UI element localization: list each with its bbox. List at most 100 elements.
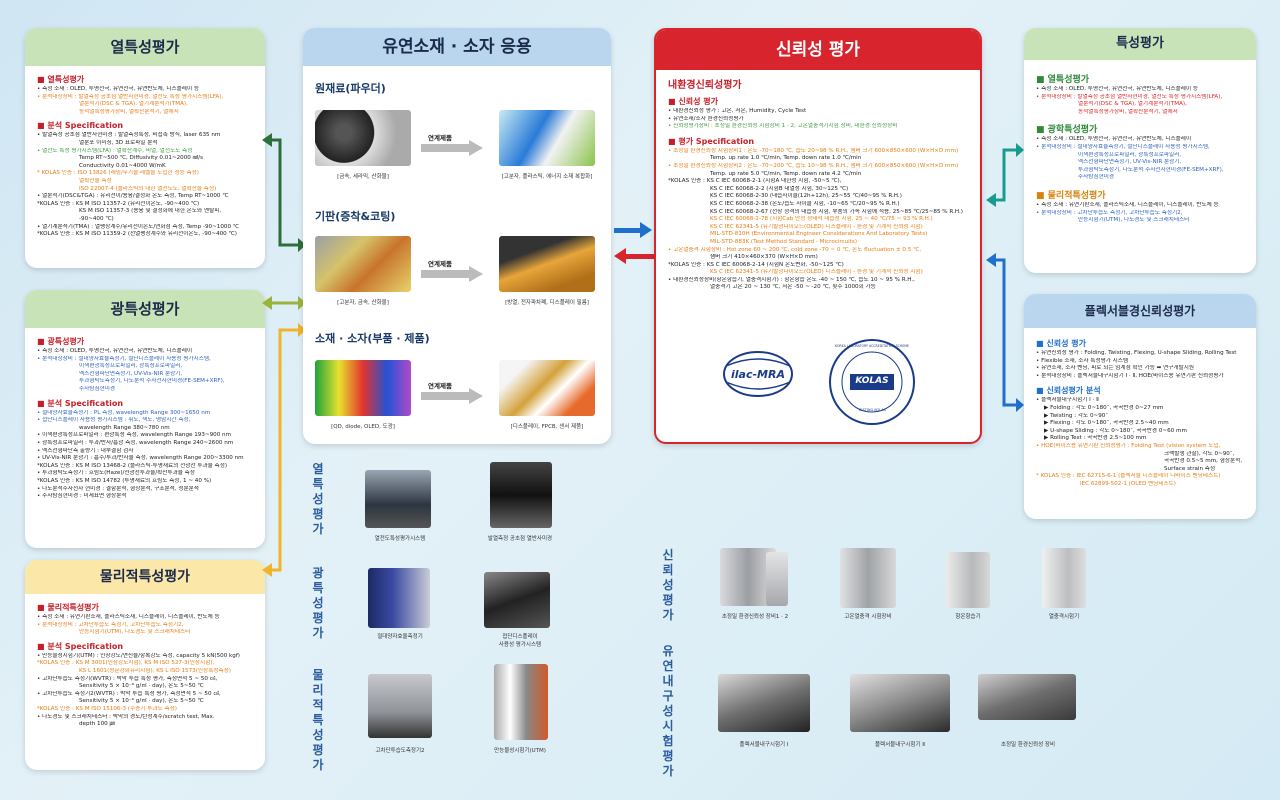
optical-equip-2-caption: 접단디스플레이 사용성 평가시스템 (498, 634, 542, 648)
spec-line: • 나노분석주사전자 현미경 : 결함분석, 형상분석, 구조분석, 성분분석 (37, 485, 199, 492)
rel-equip-1b (766, 552, 788, 606)
physical-equip-1-caption: 고차단투습도측정기2 (375, 748, 425, 754)
spec-line: 엑스선형파단면측정기, UV-Vis-NIR 분광기, (1078, 159, 1182, 166)
optical-equip-1-caption: 절대양자효율측정기 (377, 634, 423, 640)
spec-line: depth 100 ㎛ (79, 721, 116, 728)
optical-card: 광특성평가 ■ 광특성평가 • 측정 소재 : OLED, 투명전극, 유연전극… (25, 290, 265, 548)
rel-equip-4-caption: 열충격시험기 (1048, 614, 1080, 620)
flex-card: 플렉서블경신뢰성평가 ■ 신뢰성 평가 • 유연신뢰성 평가 : Folding… (1024, 294, 1256, 519)
spec-line: 투과형탁도측정기, 나노분석 주사전자현미경(FE-SEM+XRF), (1078, 166, 1224, 173)
physical-equip-2 (494, 664, 548, 740)
right-connector-arrows (986, 143, 1024, 412)
optical-sec2-list: • 절대양자효율측정기 : PL 측정, wavelength Range 30… (37, 410, 255, 501)
flex-title: 플렉서블경신뢰성평가 (1024, 294, 1256, 328)
spec-line: *KOLAS 인증 : KS M ISO 13468-2 (플라스틱-투명재료의… (37, 462, 228, 469)
spec-line: 열확산율 측정 (79, 177, 112, 184)
physical-sec2-title: ■ 분석 Specification (37, 641, 124, 651)
film-caption: [방열, 전자파차폐, 디스플레이 필름] (505, 300, 589, 306)
physical-equip-1 (368, 674, 432, 738)
spec-line: • 투과형탁도측정기 : 흐림도(Haze)/전광선투과율/확산투과율 측정 (37, 470, 195, 477)
spec-line: • 분석대상장비 : 발열측정 공초점 열반사현미경, 열전도 특성 평가시스템… (37, 93, 224, 100)
physical-card-body: ■ 물리적특성평가 • 측정 소재 : 유연기판소재, 플라스틱소재, 디스플레… (25, 594, 265, 729)
spec-line: *KOLAS 인증 : KS M ISO 14782 (투명재료의 흐림도 측정… (37, 477, 212, 484)
spec-line: • 고차단투습도 측정기(WVTR) : 박막 투습 특성 평가, 측정면적 5… (37, 675, 218, 682)
spec-line: • 열기계분석기(TMA) : 열팽창계수/유리전이온도/연화점 측정, Tem… (37, 223, 240, 230)
spec-line: 열분석기(DSC & TGA), 열기계분석기(TMA), (1078, 101, 1187, 108)
spec-line: KS L 1601(성문강화유리시험), KS L ISO 1573(인장특성측… (79, 667, 231, 674)
thermal-sec1-list: • 측정 소재 : OLED, 투명전극, 유연전극, 유연반도체, 디스플레이… (37, 86, 255, 116)
spec-line: 동적열특성평가장비, 열확산분석기, 열에서 (1078, 108, 1178, 115)
spec-line: • 고온열충격 시험장비 : Hot zone 60 ~ 200 ℃, cold… (668, 246, 922, 253)
spec-line: • 분석대상장비 : 고차단투습도 측정기, 고차단투습도 측정기2, (1036, 209, 1183, 216)
reliability-title: 신뢰성 평가 (656, 30, 980, 70)
spec-line: Temp. up rate 5.0 ℃/min, Temp. down rate… (710, 170, 862, 177)
link-label-2: 연계제품 (428, 260, 452, 268)
substrate-image (315, 236, 411, 292)
flex-equip-2 (850, 674, 950, 732)
char-sec2-list: • 측정 소재 : OLED, 투명전극, 유연전극, 유연반도체, 디스플레이… (1036, 136, 1246, 182)
spec-line: • 유연신뢰성 평가 : Folding, Twisting, Flexing,… (1036, 350, 1237, 356)
spec-line: Sensitivity 5 × 10⁻⁶ g/㎡ · day), 온도 5~50… (79, 698, 204, 705)
polymer-caption: [고분자, 플라스틱, 에너지 소재 복합화] (501, 174, 593, 180)
spec-line: 챔버 크기 410×460×370 (W×H×D mm) (710, 254, 818, 261)
characteristic-body: ■ 열특성평가 • 측정 소재 : OLED, 투명전극, 유연전극, 유연반도… (1024, 60, 1256, 225)
reliability-sec2-title: ■ 평가 Specification (668, 136, 755, 146)
spec-line: • 신뢰성평가장비 : 초정밀 환경신뢰성 시험장비 1 · 2, 고온열충격기… (668, 123, 898, 130)
spec-line: • 플렉서블내구시험기 Ⅰ · Ⅱ (1036, 397, 1099, 404)
thermal-equip-1 (365, 470, 431, 528)
polymer-image (499, 110, 595, 166)
thermal-sec1-title: ■ 열특성평가 (37, 75, 85, 84)
spec-line: MIL-STD-883K (Test Method Standard - Mic… (710, 238, 858, 245)
spec-line: *KOLAS 인증 : KS M 3001(인장강도시험), KS M ISO … (37, 660, 215, 667)
spec-line: ▶ Twisting : 각도 0~90˚ (1044, 412, 1109, 419)
spec-line: Temp RT~500 ℃, Diffusivity 0.01~2000 ㎟/s (79, 155, 203, 162)
spec-line: • 엑스선형파단측 출량기 : 내부결함 검사 (37, 447, 134, 454)
spec-line: • 측정 소재 : OLED, 투명전극, 유연전극, 유연반도체, 디스플레이 (1036, 136, 1192, 143)
spec-line: • 주사탐침현미경 : 미세표면 형상분석 (37, 493, 127, 500)
film-image (499, 236, 595, 292)
optical-equip-1 (368, 568, 430, 628)
kolas-bottom-text: TESTING KOLAS (858, 408, 886, 412)
physical-sec1-title: ■ 물리적특성평가 (37, 603, 99, 612)
optical-sec1-title: ■ 광특성평가 (37, 337, 85, 346)
spec-line: 크랙발생 관찰), 각도 0~90˚, (1164, 450, 1235, 457)
spec-line: *KOLAS 인증 : KS M ISO 11359-2 (선열팽창계수와 유리… (37, 231, 237, 238)
reliability-sec2-list: • 초정밀 환경신뢰성 시험장비1 : 온도 -70~180 ℃, 습도 20~… (668, 148, 970, 292)
reliability-sec1-title: ■ 신뢰성 평가 (668, 97, 718, 106)
spec-line: • 초정밀 환경신뢰성 시험장비2 : 온도 -70~200 ℃, 습도 10~… (668, 162, 959, 169)
spec-line: • 유연소재/소자 환경신뢰성평가 (668, 115, 744, 122)
spec-line: 곡곡반경 0.5~5 mm, 형상분석, (1164, 458, 1243, 465)
thermal-card-title: 열특성평가 (25, 28, 265, 66)
flex-sec2-list: • 플렉서블내구시험기 Ⅰ · Ⅱ▶ Folding : 각도 0~180˚, … (1036, 397, 1246, 488)
device-image (315, 360, 411, 416)
link-arrow-1 (421, 140, 483, 156)
spec-line: 이색편광특성프로파일러, 광특성프로파일러, (79, 363, 183, 370)
kolas-ring-text: KOREA LABORATORY ACCREDITATION SCHEME (834, 344, 909, 348)
flex-sec2-title: ■ 신뢰성평가 분석 (1036, 386, 1101, 396)
thermal-equip-2-caption: 발열측정 공초점 열반사미경 (487, 536, 553, 542)
spec-line: • 초정밀 환경신뢰성 시험장비1 : 온도 -70~180 ℃, 습도 20~… (668, 147, 959, 154)
spec-line: 주사탐침현미경 (79, 385, 116, 392)
spec-line: • 이색편광특성프로파일러 : 편광특성 측정, wavelength Rang… (37, 432, 232, 439)
spec-line: • 분석대상장비 : 절대양자효율측정기, 절단디스플레이 사용성 평가시스템, (1036, 143, 1210, 150)
spec-line: • 분석대상장비 : 고차단투습도 측정기, 고차단투습도 측정기2, (37, 621, 184, 628)
spec-line: • 내환경신뢰성 평가 : 고온, 저온, Humidity, Cycle Te… (668, 108, 807, 114)
char-sec3-list: • 측정 소재 : 유연기판소재, 플라스틱소재, 디스플레이, 디스플레이, … (1036, 202, 1246, 225)
spec-line: ▶ Rolling Test : 곡곡반경 2.5~100 mm (1044, 435, 1147, 442)
spec-line: • 나노경도 및 스크래치테스터 : 박막의 경도/탄성계수/scratch t… (37, 713, 215, 720)
physical-sec1-list: • 측정 소재 : 유연기판소재, 플라스틱소재, 디스플레이, 디스플레이, … (37, 614, 255, 637)
spec-line: • 측정 소재 : OLED, 투명전극, 유연전극, 유연반도체, 디스플레이… (1036, 86, 1199, 92)
kolas-text: KOLAS (855, 376, 889, 386)
rel-equip-3 (946, 552, 990, 608)
spec-line: • 분석대상장비 : 발열측정 공초점 열반사현미경, 열전도 특성 평가시스템… (1036, 93, 1223, 100)
physical-card-title: 물리적특성평가 (25, 560, 265, 594)
spec-line: • Flexible 소재, 소자 특성평가 시스템 (1036, 357, 1129, 364)
spec-line: • 만능물성시험기(UTM) : 인장강도/연신율/항복강도 측정, capac… (37, 652, 240, 659)
powder-caption: [금속, 세라믹, 산화물] (337, 174, 389, 180)
spec-line: -90~400 ℃) (79, 215, 114, 222)
spec-line: 열충격기 고온 20 ~ 130 ℃, 저온 -50 ~ -20 ℃, 횟수 1… (710, 284, 876, 291)
spec-line: • 분석대상장비 : 절대양자효율측정기, 절단디스플레이 사용성 평가시스템, (37, 355, 211, 362)
